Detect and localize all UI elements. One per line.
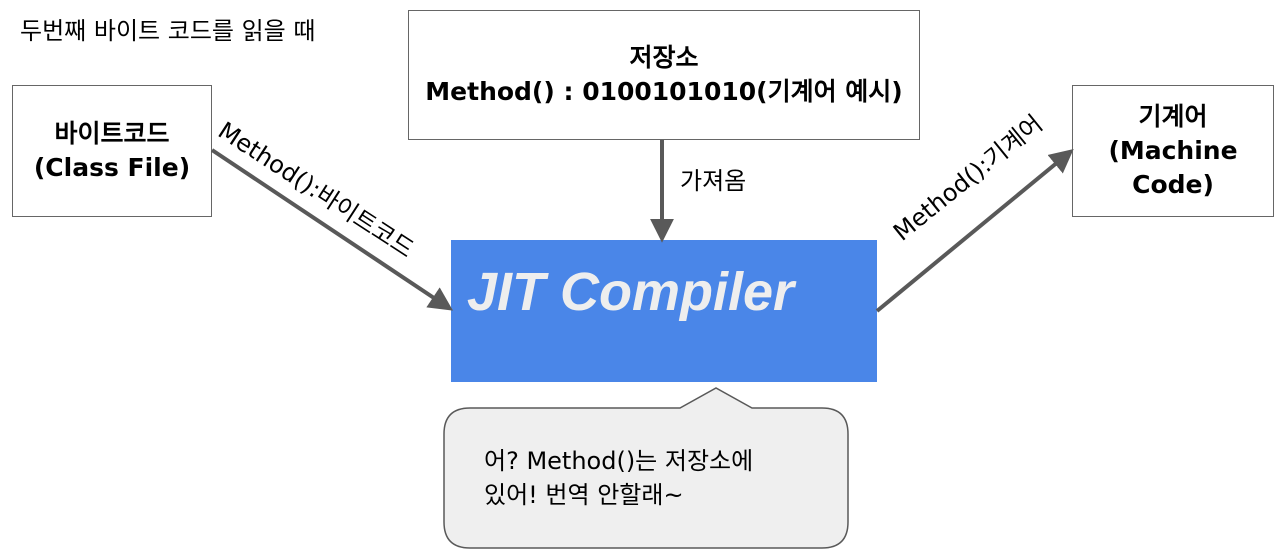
- fetch-edge-label: 가져옴: [680, 167, 747, 195]
- storage-box-title: 저장소: [629, 43, 699, 72]
- bytecode-box-title: 바이트코드: [54, 119, 170, 148]
- speech-bubble: [443, 387, 849, 549]
- machine-code-box-title: 기계어: [1138, 102, 1208, 131]
- bytecode-box: 바이트코드 (Class File): [12, 85, 212, 217]
- machine-code-box-subtitle-line1: (Machine: [1108, 136, 1238, 165]
- machine-code-box-subtitle-line2: Code): [1132, 170, 1214, 199]
- arrow-jit-to-machine-code: [875, 148, 1074, 313]
- arrow-bytecode-to-jit: [210, 148, 453, 311]
- speech-bubble-line2: 있어! 번역 안할래~: [484, 481, 684, 509]
- machine-code-box: 기계어 (Machine Code): [1072, 85, 1274, 217]
- speech-bubble-line1: 어? Method()는 저장소에: [484, 447, 754, 475]
- speech-bubble-text: 어? Method()는 저장소에 있어! 번역 안할래~: [484, 444, 753, 512]
- bytecode-box-subtitle: (Class File): [33, 153, 191, 182]
- storage-box-entry: Method() : 0100101010(기계어 예시): [425, 77, 903, 106]
- jit-compiler-box: JIT Compiler: [451, 240, 877, 382]
- diagram-caption: 두번째 바이트 코드를 읽을 때: [20, 17, 316, 45]
- jit-compiler-title: JIT Compiler: [467, 262, 795, 322]
- storage-box: 저장소 Method() : 0100101010(기계어 예시): [408, 10, 920, 140]
